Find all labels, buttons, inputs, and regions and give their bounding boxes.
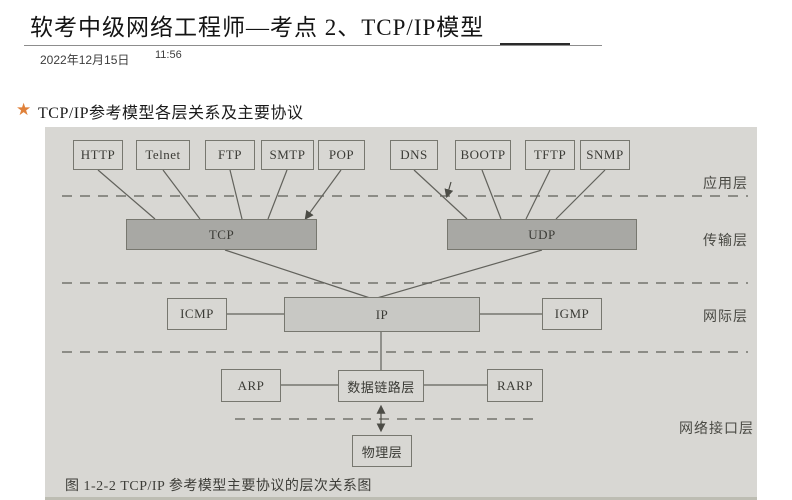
layer-label-network-interface: 网络接口层 — [679, 422, 754, 437]
page-title: 软考中级网络工程师—考点 2、TCP/IP模型 — [30, 15, 485, 40]
protocol-box-ip: IP — [284, 297, 480, 332]
protocol-box-arp: ARP — [221, 369, 281, 402]
protocol-box-bootp: BOOTP — [455, 140, 511, 170]
diagram-connectors — [62, 169, 748, 433]
box-physical-layer: 物理层 — [352, 435, 412, 467]
protocol-box-http: HTTP — [73, 140, 123, 170]
protocol-box-igmp: IGMP — [542, 298, 602, 330]
protocol-box-pop: POP — [318, 140, 365, 170]
protocol-box-smtp: SMTP — [261, 140, 314, 170]
layer-label-transport: 传输层 — [703, 234, 748, 249]
protocol-box-tcp: TCP — [126, 219, 317, 250]
protocol-box-telnet: Telnet — [136, 140, 190, 170]
scan-bottom-edge — [45, 497, 757, 500]
tcpip-diagram: HTTP Telnet FTP SMTP POP DNS BOOTP TFTP … — [45, 127, 757, 500]
box-data-link-layer: 数据链路层 — [338, 370, 424, 402]
note-date: 2022年12月15日 — [40, 53, 130, 67]
star-bullet-icon: ★ — [16, 100, 32, 119]
note-time: 11:56 — [155, 49, 182, 61]
protocol-box-dns: DNS — [390, 140, 438, 170]
protocol-box-tftp: TFTP — [525, 140, 575, 170]
layer-label-application: 应用层 — [703, 177, 748, 192]
title-underline-accent — [500, 43, 570, 45]
topic-heading: TCP/IP参考模型各层关系及主要协议 — [38, 105, 304, 122]
protocol-box-ftp: FTP — [205, 140, 255, 170]
title-underline — [24, 45, 602, 46]
protocol-box-icmp: ICMP — [167, 298, 227, 330]
figure-caption: 图 1-2-2 TCP/IP 参考模型主要协议的层次关系图 — [65, 479, 372, 494]
layer-label-internet: 网际层 — [703, 310, 748, 325]
protocol-box-snmp: SNMP — [580, 140, 630, 170]
protocol-box-udp: UDP — [447, 219, 637, 250]
protocol-box-rarp: RARP — [487, 369, 543, 402]
